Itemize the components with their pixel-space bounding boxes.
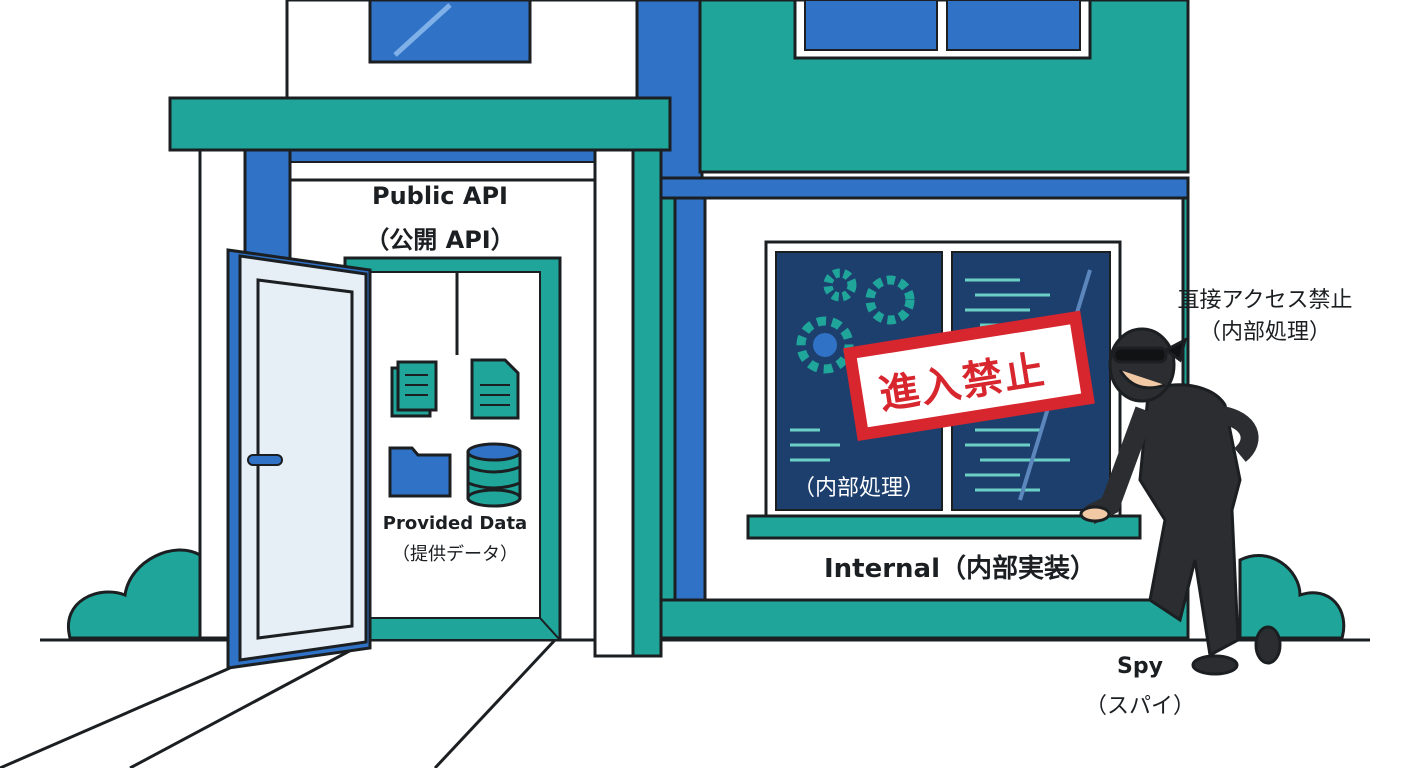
internal-impl-label: Internal（内部実装） [823,554,1097,584]
folder-icon [388,446,452,498]
door-handle [247,454,283,466]
provided-data-label: Provided Data [382,513,528,534]
spy-jp-label: （スパイ） [1084,694,1195,719]
public-api-jp-label: （公開 API） [365,226,515,254]
window-sill [746,514,1142,540]
document-icon [470,358,520,420]
no-direct-access-label: 直接アクセス禁止 [1177,288,1353,313]
database-icon [466,442,522,508]
no-direct-access-jp-label: （内部処理） [1198,320,1331,345]
right-bush [1238,553,1346,640]
canopy [168,96,672,152]
spy-label: Spy [1117,654,1163,679]
document-icon [390,360,438,418]
right-pillar [593,148,635,658]
spy-figure [1079,327,1282,676]
code-screen-icon [965,278,1070,492]
public-api-label: Public API [372,182,508,210]
open-door [226,248,372,670]
internal-window-label: （内部処理） [792,476,925,501]
provided-data-jp-label: （提供データ） [392,544,518,565]
left-bush [66,548,202,640]
no-entry-sign [843,310,1095,442]
gear-icon [796,268,915,374]
